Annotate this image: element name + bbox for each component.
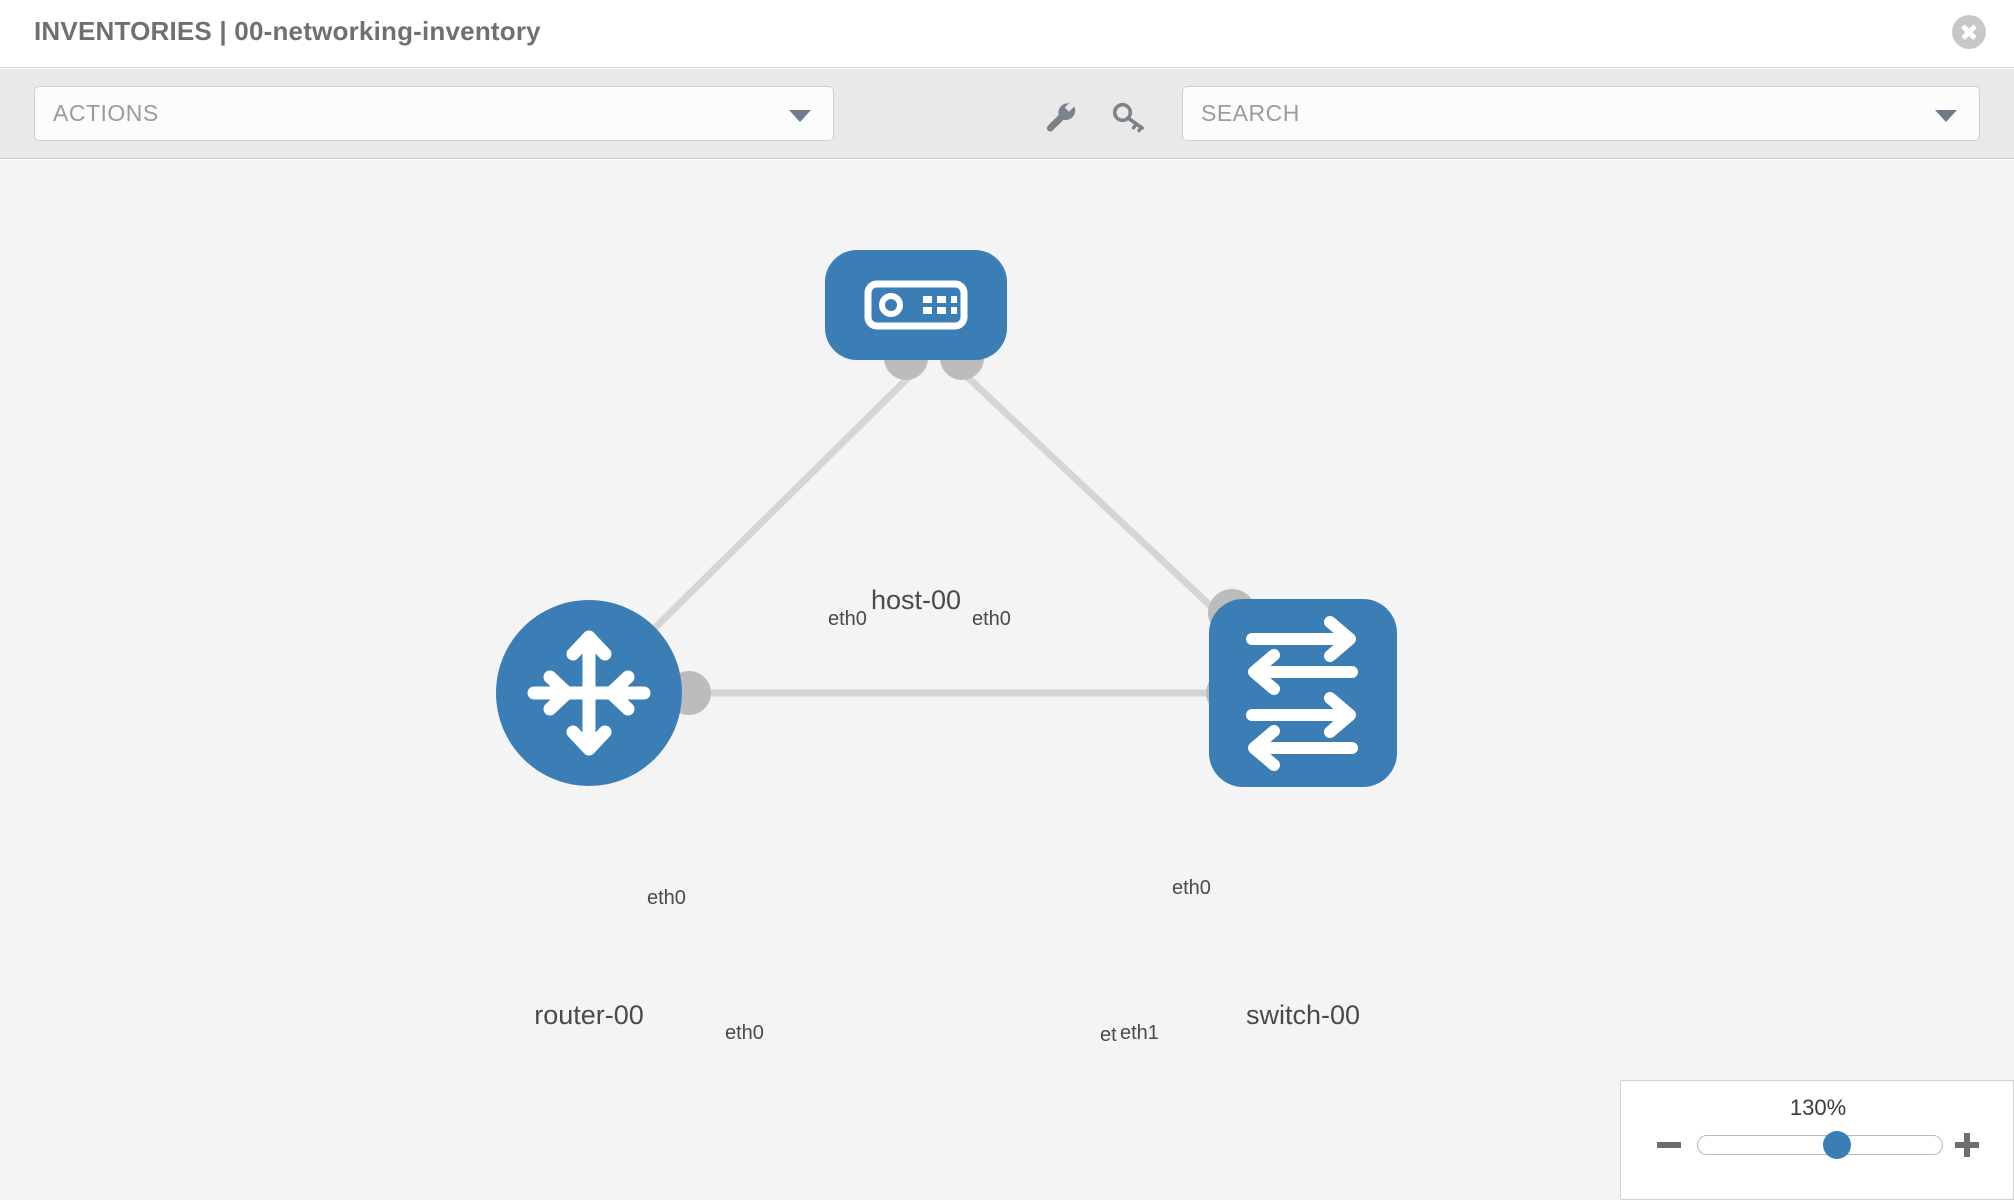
zoom-level-value: 130% — [1789, 1095, 1847, 1120]
search-placeholder: SEARCH — [1201, 100, 1300, 126]
node-switch-00 — [1209, 599, 1397, 787]
node-label-switch-00: switch-00 — [1242, 1000, 1364, 1031]
iface-label-host00-left: eth0 — [826, 608, 869, 631]
node-host-00 — [825, 250, 1007, 360]
page-title: INVENTORIES | 00-networking-inventory — [34, 16, 541, 46]
zoom-slider-thumb[interactable] — [1823, 1131, 1852, 1159]
zoom-control-panel: 130% — [1620, 1080, 2014, 1200]
iface-label-router00-up: eth0 — [645, 887, 688, 910]
router-arrows-icon — [527, 630, 651, 756]
actions-dropdown-label: ACTIONS — [53, 100, 159, 126]
iface-label-host00-right: eth0 — [970, 608, 1013, 631]
switch-arrows-icon — [1246, 616, 1358, 771]
iface-label-switch00-up: eth0 — [1170, 877, 1213, 900]
node-label-host-00: host-00 — [867, 585, 965, 616]
search-input[interactable]: SEARCH — [1182, 86, 1980, 141]
topology-canvas[interactable]: host-00 router-00 switch-00 eth0 eth0 et… — [0, 160, 2014, 1200]
topology-graph — [496, 250, 1397, 787]
plus-icon[interactable] — [1951, 1129, 1983, 1161]
topology-links — [586, 367, 1306, 697]
page-header: INVENTORIES | 00-networking-inventory — [0, 0, 2014, 68]
iface-label-switch00-left: eth1 — [1118, 1022, 1161, 1045]
actions-dropdown[interactable]: ACTIONS — [34, 86, 834, 141]
zoom-slider[interactable] — [1697, 1131, 1943, 1159]
chevron-down-icon — [789, 109, 811, 122]
toolbar: ACTIONS SEARCH — [0, 69, 2014, 159]
node-label-router-00: router-00 — [531, 1000, 647, 1031]
iface-label-router00-right: eth0 — [723, 1022, 766, 1045]
node-router-00 — [496, 600, 682, 786]
minus-icon[interactable] — [1653, 1129, 1685, 1161]
key-icon[interactable] — [1108, 97, 1148, 137]
chevron-down-icon[interactable] — [1935, 109, 1957, 122]
server-icon — [864, 280, 968, 330]
close-icon[interactable] — [1952, 15, 1986, 49]
wrench-icon[interactable] — [1040, 97, 1080, 137]
